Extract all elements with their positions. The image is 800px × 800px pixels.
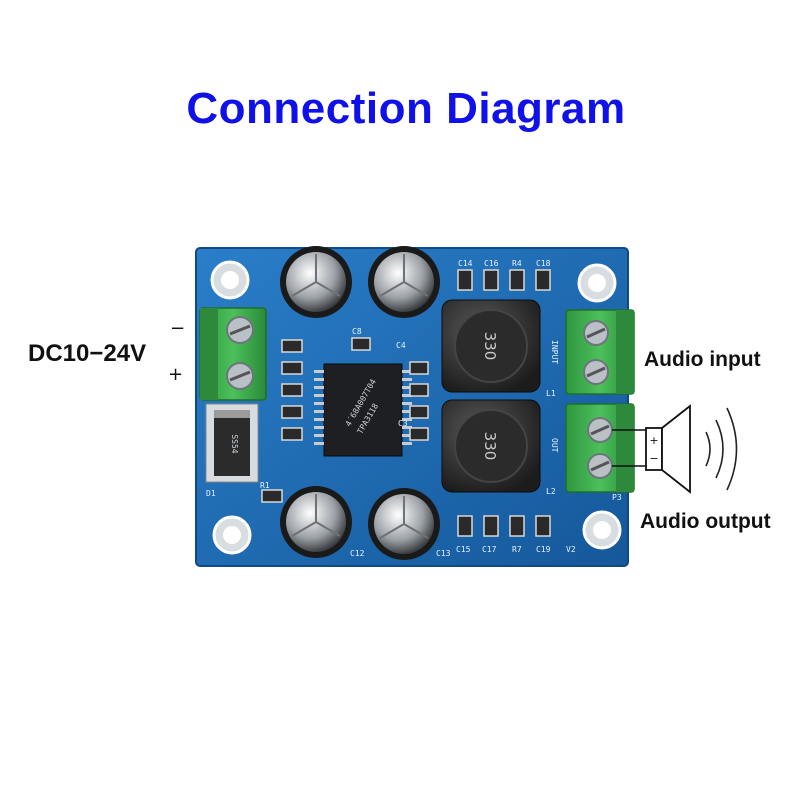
silk-r1: R1	[260, 481, 270, 490]
silk-p3: P3	[612, 493, 622, 502]
silk-c12: C12	[350, 549, 365, 558]
silk-c19: C19	[536, 545, 551, 554]
capacitor-bottom-right	[368, 488, 440, 560]
power-terminal	[199, 307, 267, 401]
svg-text:−: −	[649, 452, 658, 465]
silk-d1: D1	[206, 489, 216, 498]
silk-r4: R4	[512, 259, 522, 268]
silk-c16: C16	[484, 259, 499, 268]
silk-c13: C13	[436, 549, 451, 558]
silk-c15: C15	[456, 545, 471, 554]
smd-components	[261, 269, 551, 537]
audio-output-label: Audio output	[640, 510, 771, 533]
silk-c18: C18	[536, 259, 551, 268]
diagram-title: Connection Diagram	[186, 84, 626, 133]
inductor-bottom-marking: 330	[481, 432, 499, 461]
sound-wave-icon	[705, 407, 738, 491]
silk-r7: R7	[512, 545, 522, 554]
power-label: DC10−24V	[28, 340, 147, 367]
amplifier-chip: 4´68A007T04 TPA3118	[314, 363, 412, 457]
silk-out: OUT	[550, 438, 559, 453]
inductor-bottom: 330	[441, 399, 541, 493]
inductor-top: 330	[441, 299, 541, 393]
silk-c3: C3	[398, 419, 408, 428]
silk-c8: C8	[352, 327, 362, 336]
diode-ss54: SS54	[205, 403, 259, 483]
inductor-top-marking: 330	[481, 332, 499, 361]
silk-input: INPUT	[550, 340, 559, 364]
silk-c4: C4	[396, 341, 406, 350]
capacitor-top-right	[368, 246, 440, 318]
capacitor-bottom-left	[280, 486, 352, 558]
audio-output-terminal	[565, 403, 635, 493]
silk-l1: L1	[546, 389, 556, 398]
power-plus-sign: +	[168, 364, 184, 385]
diode-marking: SS54	[230, 434, 239, 453]
svg-text:+: +	[649, 434, 658, 447]
silk-v2: V2	[566, 545, 576, 554]
power-minus-sign: −	[170, 318, 186, 339]
audio-input-label: Audio input	[644, 348, 761, 371]
silk-c14: C14	[458, 259, 473, 268]
speaker-icon: + −	[645, 404, 691, 494]
speaker-wires	[612, 429, 646, 467]
audio-input-terminal	[565, 309, 635, 395]
silk-c17: C17	[482, 545, 497, 554]
mounting-holes	[210, 260, 622, 555]
silk-l2: L2	[546, 487, 556, 496]
capacitor-top-left	[280, 246, 352, 318]
silkscreen-labels: C14 C16 R4 C18 C15 C17 R7 C19 C12 C13 C8…	[206, 259, 622, 558]
